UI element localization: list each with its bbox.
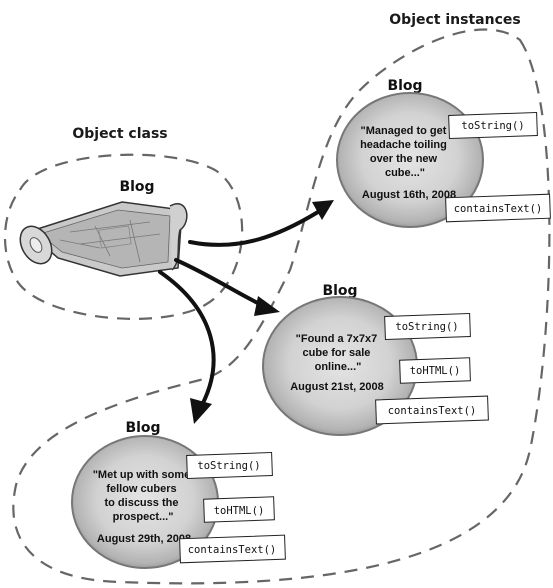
method-containstext: containsText() bbox=[375, 395, 489, 425]
object-class-label: Object class bbox=[72, 126, 167, 142]
svg-text:toString(): toString() bbox=[395, 321, 458, 333]
svg-text:toString(): toString() bbox=[461, 120, 524, 132]
arrowhead-3 bbox=[190, 398, 212, 424]
instance-1-quote: "Managed to get headache toiling over th… bbox=[360, 125, 450, 179]
instance-2: Blog "Found a 7x7x7 cube for sale online… bbox=[262, 283, 489, 436]
method-containstext: containsText() bbox=[179, 534, 286, 564]
svg-text:containsText(): containsText() bbox=[188, 544, 277, 556]
instances-boundary bbox=[12, 28, 551, 585]
method-tohtml: toHTML() bbox=[203, 496, 275, 523]
method-tohtml: toHTML() bbox=[399, 357, 471, 384]
svg-text:toString(): toString() bbox=[197, 460, 260, 472]
instance-1-date: August 16th, 2008 bbox=[362, 189, 456, 201]
instance-1-disc bbox=[336, 92, 484, 228]
svg-text:containsText(): containsText() bbox=[388, 405, 477, 417]
instance-3-quote: "Met up with some fellow cubers to discu… bbox=[93, 469, 194, 523]
instance-1-title: Blog bbox=[387, 78, 422, 94]
instance-2-quote: "Found a 7x7x7 cube for sale online..." bbox=[296, 333, 381, 373]
blueprint-icon bbox=[19, 201, 188, 277]
class-title: Blog bbox=[119, 179, 154, 195]
instance-1: Blog "Managed to get headache toiling ov… bbox=[336, 78, 551, 228]
svg-text:containsText(): containsText() bbox=[454, 203, 543, 215]
method-tostring: toString() bbox=[186, 451, 273, 479]
object-instances-label: Object instances bbox=[389, 12, 520, 28]
arrow-to-instance-1 bbox=[188, 210, 320, 247]
arrowhead-1 bbox=[312, 200, 334, 220]
method-containstext: containsText() bbox=[445, 193, 551, 223]
instance-3-title: Blog bbox=[125, 420, 160, 436]
instance-2-date: August 21st, 2008 bbox=[290, 381, 384, 393]
arrow-to-instance-3 bbox=[158, 270, 216, 407]
instance-3-date: August 29th, 2008 bbox=[97, 533, 191, 545]
method-tostring: toString() bbox=[448, 111, 538, 140]
arrow-to-instance-2 bbox=[174, 258, 264, 307]
svg-text:toHTML(): toHTML() bbox=[214, 505, 265, 517]
method-tostring: toString() bbox=[384, 312, 471, 340]
arrowhead-2 bbox=[254, 296, 280, 316]
instance-2-title: Blog bbox=[322, 283, 357, 299]
instance-3: Blog "Met up with some fellow cubers to … bbox=[71, 420, 286, 569]
svg-text:toHTML(): toHTML() bbox=[410, 365, 461, 377]
